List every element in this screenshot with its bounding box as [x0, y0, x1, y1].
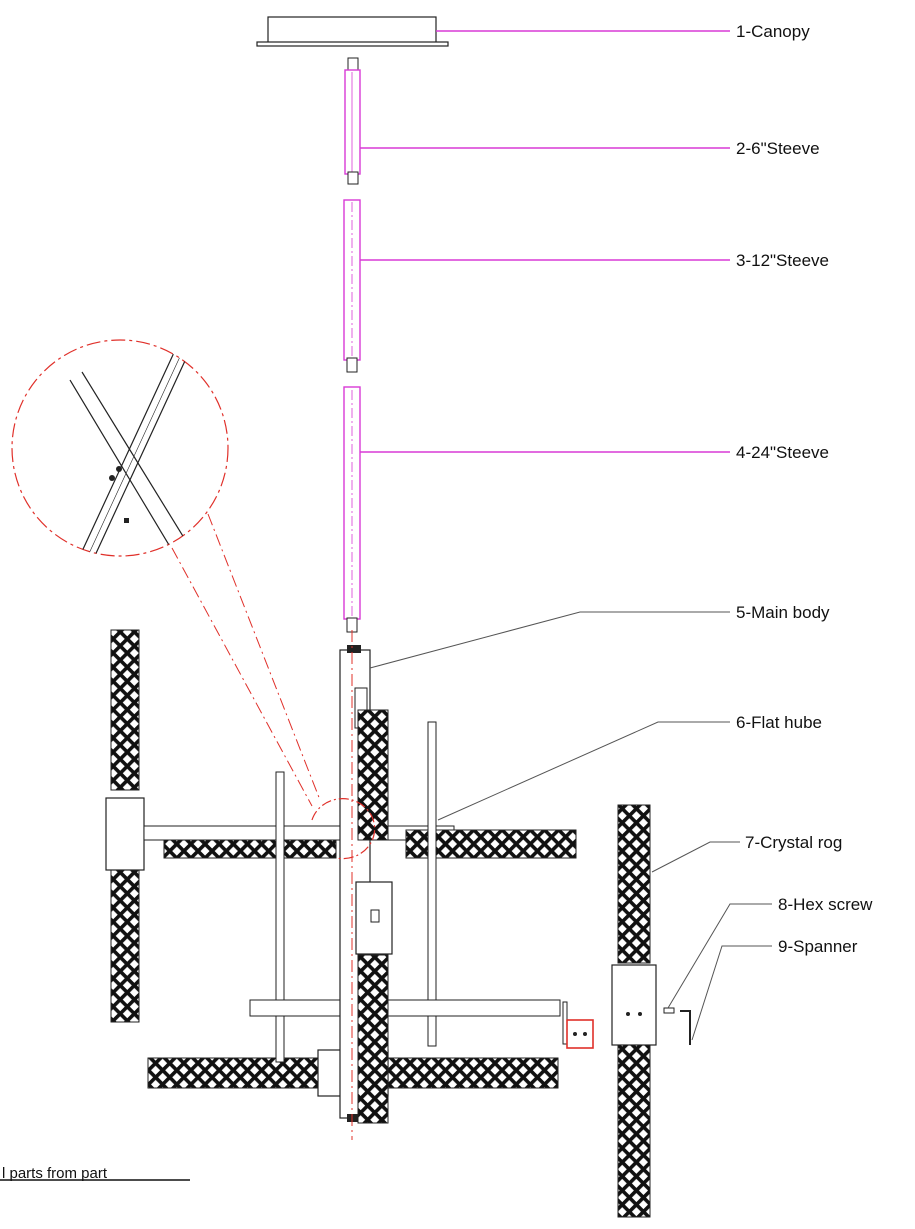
sleeve-6in: [344, 57, 361, 185]
label-sleeve-12in: 3-12"Steeve: [736, 251, 829, 270]
footer-text: l parts from part: [2, 1165, 108, 1182]
sleeve-12in: [343, 199, 361, 373]
label-spanner: 9-Spanner: [778, 937, 858, 956]
label-main-body: 5-Main body: [736, 603, 830, 622]
crystal-rod-separate: [611, 804, 657, 1218]
detail-callout: [11, 339, 376, 860]
leader-lines: [360, 30, 772, 1041]
label-sleeve-6in: 2-6"Steeve: [736, 139, 820, 158]
part-labels: 1-Canopy 2-6"Steeve 3-12"Steeve 4-24"Ste…: [736, 22, 873, 956]
footer-note: l parts from part: [0, 1165, 190, 1182]
spanner-icon: [680, 1010, 691, 1045]
flat-hub: [249, 721, 594, 1063]
canopy: [256, 16, 449, 47]
hex-screw-icon: [663, 1007, 675, 1014]
label-flat-hub: 6-Flat hube: [736, 713, 822, 732]
label-sleeve-24in: 4-24"Steeve: [736, 443, 829, 462]
main-body: [339, 630, 393, 1140]
label-canopy: 1-Canopy: [736, 22, 810, 41]
sleeve-24in: [343, 386, 361, 633]
label-crystal-rod: 7-Crystal rog: [745, 833, 842, 852]
label-hex-screw: 8-Hex screw: [778, 895, 873, 914]
